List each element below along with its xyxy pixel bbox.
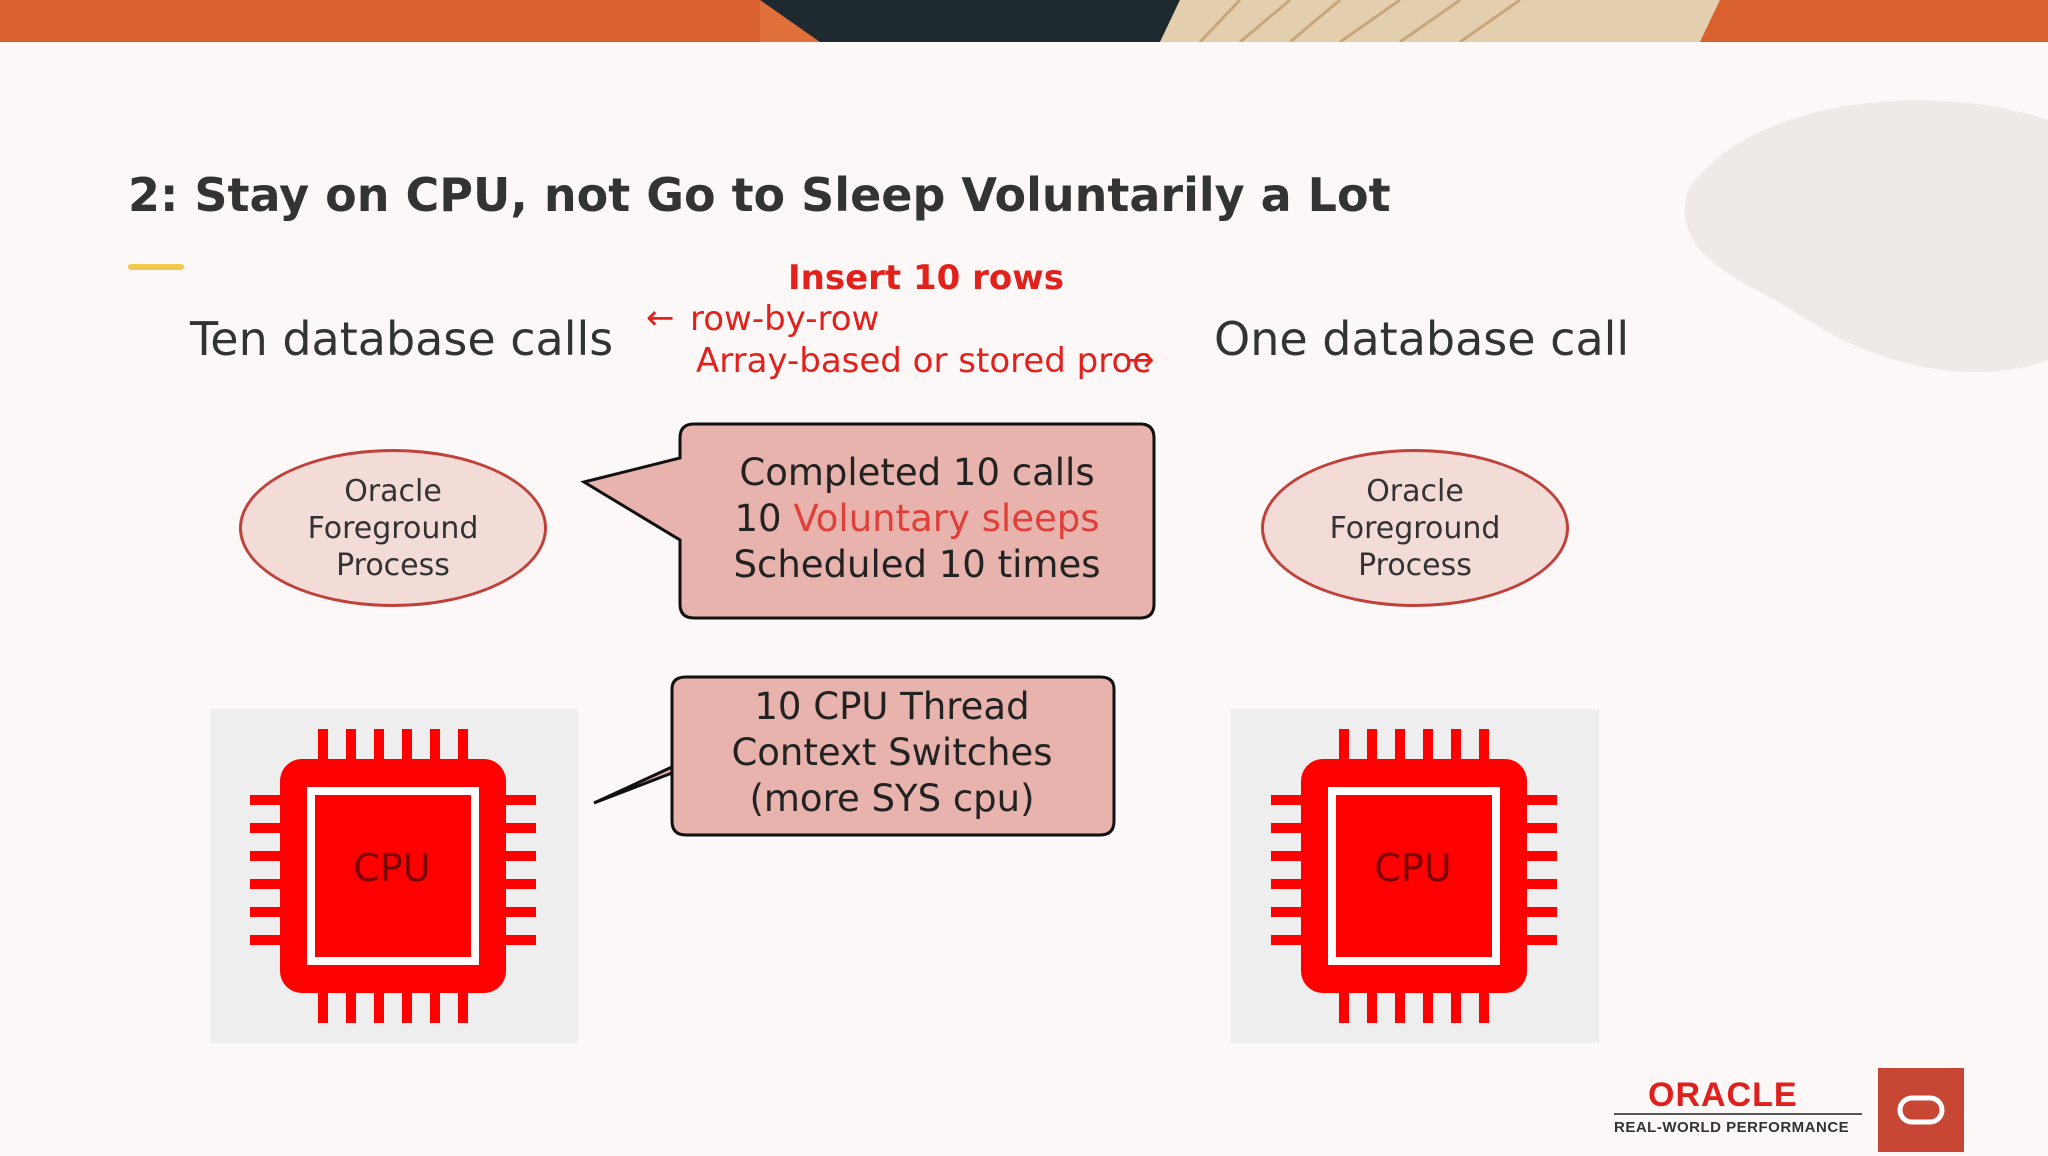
- callout-line: Scheduled 10 times: [733, 543, 1101, 586]
- callout-sleeps: Completed 10 calls 10 Voluntary sleeps S…: [680, 450, 1154, 588]
- slide-title: 2: Stay on CPU, not Go to Sleep Voluntar…: [128, 168, 1391, 222]
- logo-divider: [1614, 1113, 1862, 1115]
- cpu-chip-icon: [250, 729, 536, 1023]
- oracle-subtitle: REAL-WORLD PERFORMANCE: [1614, 1119, 1850, 1136]
- process-line: Process: [1358, 547, 1472, 583]
- left-cpu-label: CPU: [353, 846, 431, 890]
- callout-line: Context Switches: [731, 731, 1053, 774]
- process-line: Foreground: [307, 510, 479, 546]
- oracle-logo: ORACLE: [1648, 1076, 1798, 1114]
- oracle-badge-icon: [1878, 1068, 1964, 1152]
- process-line: Oracle: [1366, 473, 1464, 509]
- right-process-ellipse: Oracle Foreground Process: [1261, 449, 1569, 607]
- callout-context-switches: 10 CPU Thread Context Switches (more SYS…: [672, 684, 1112, 822]
- callout-sleeps-shape: [580, 422, 1156, 620]
- callout-line: (more SYS cpu): [749, 777, 1035, 820]
- right-heading: One database call: [1214, 312, 1630, 366]
- callout-line: 10 CPU Thread: [754, 685, 1030, 728]
- process-line: Oracle: [344, 473, 442, 509]
- cpu-chip-icon: [1271, 729, 1557, 1023]
- watermark-pattern: [1628, 60, 2048, 420]
- right-arrow-icon: →: [1126, 340, 1155, 380]
- left-process-ellipse: Oracle Foreground Process: [239, 449, 547, 607]
- voluntary-sleeps-highlight: Voluntary sleeps: [793, 497, 1100, 540]
- process-line: Process: [336, 547, 450, 583]
- row-by-row-label: row-by-row: [690, 299, 880, 339]
- process-line: Foreground: [1329, 510, 1501, 546]
- insert-title: Insert 10 rows: [788, 258, 1064, 298]
- left-heading: Ten database calls: [190, 312, 614, 366]
- banner-art: [0, 0, 2048, 42]
- callout-line: 10 Voluntary sleeps: [680, 496, 1154, 542]
- callout-count: 10: [734, 497, 794, 540]
- array-based-label: Array-based or stored proc: [696, 341, 1151, 381]
- top-banner: [0, 0, 2048, 42]
- title-accent-bar: [128, 264, 184, 270]
- left-arrow-icon: ←: [646, 298, 675, 338]
- callout-cpu-shape: [593, 675, 1116, 837]
- right-cpu-label: CPU: [1374, 846, 1452, 890]
- callout-line: Completed 10 calls: [739, 451, 1095, 494]
